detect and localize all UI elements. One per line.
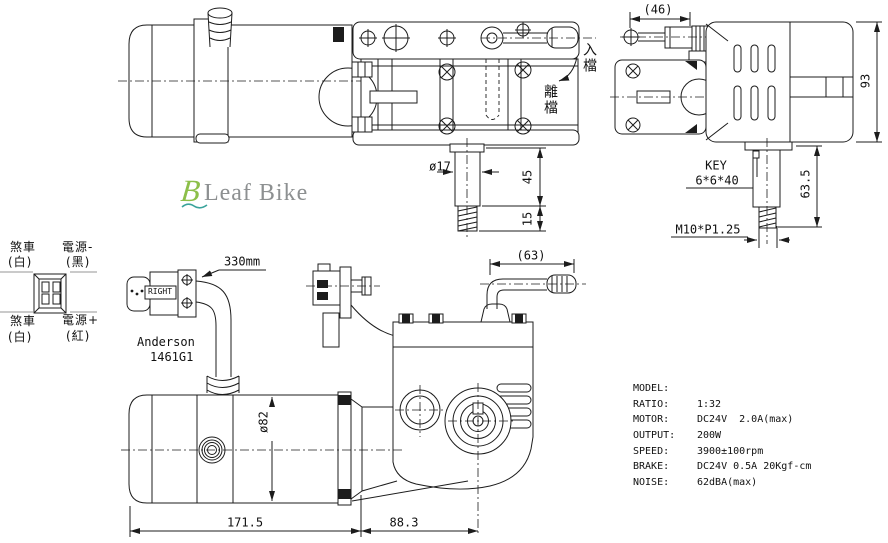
connector-marking: RIGHT — [147, 286, 173, 296]
dim-shaft-diameter: ø17 — [429, 159, 451, 174]
bottom-view-linework — [121, 259, 586, 537]
spec-label: RATIO: — [633, 398, 670, 410]
spec-row-brake: BRAKE: DC24V 0.5A 20Kgf-cm — [633, 461, 811, 477]
spec-label: OUTPUT: — [633, 430, 676, 442]
spec-row-ratio: RATIO: 1:32 — [633, 399, 811, 415]
spec-table: MODEL: RATIO:1:32 MOTOR:DC24V 2.0A(max) … — [633, 383, 811, 493]
dim-key-size: 6*6*40 — [695, 173, 739, 188]
spec-value: 1:32 — [697, 398, 722, 410]
spec-row-motor: MOTOR: DC24V 2.0A(max) — [633, 414, 811, 430]
dim-shaft-length-63-5: 63.5 — [798, 169, 813, 199]
pin-label-power-pos: 電源+ — [62, 313, 100, 327]
spec-label: BRAKE: — [633, 461, 670, 473]
connector-brand: Anderson — [137, 335, 195, 349]
dim-body-height-93: 93 — [858, 73, 873, 89]
connector-pinout-linework — [0, 271, 97, 314]
dim-cable-length: 330mm — [223, 254, 261, 269]
spec-label: NOISE: — [633, 477, 670, 489]
dim-lever-63: (63) — [516, 248, 546, 263]
end-view-linework — [610, 12, 882, 248]
dim-shaft-length-45: 45 — [520, 169, 535, 185]
spec-value: 200W — [697, 430, 722, 442]
label-engage-gear: 入檔 — [581, 42, 597, 74]
dim-thread-length-15: 15 — [520, 211, 535, 227]
spec-row-output: OUTPUT: 200W — [633, 430, 811, 446]
pin-color-brake-bottom: (白) — [8, 330, 33, 344]
dim-motor-length: 171.5 — [226, 515, 264, 530]
spec-row-noise: NOISE: 62dBA(max) — [633, 477, 811, 493]
spec-label: SPEED: — [633, 445, 670, 457]
spec-label: MOTOR: — [633, 414, 670, 426]
dim-gearbox-length: 88.3 — [389, 515, 419, 530]
spec-value: 3900±100rpm — [697, 445, 764, 457]
spec-row-model: MODEL: — [633, 383, 811, 399]
brand-name: Leaf Bike — [203, 180, 309, 206]
pin-color-power-neg: (黑) — [66, 255, 91, 269]
label-key: KEY — [705, 158, 727, 173]
pin-color-power-pos: (紅) — [66, 329, 91, 343]
dim-lever-46: (46) — [643, 2, 673, 17]
pin-label-power-neg: 電源- — [62, 240, 94, 254]
pin-color-brake-top: (白) — [8, 255, 33, 269]
spec-value: 62dBA(max) — [697, 477, 758, 489]
leaf-bike-logo: B Leaf Bike — [179, 173, 309, 209]
pin-label-brake-top: 煞車 — [10, 240, 37, 254]
label-disengage-gear: 離檔 — [542, 84, 558, 116]
dim-thread-spec: M10*P1.25 — [675, 222, 741, 237]
spec-row-speed: SPEED: 3900±100rpm — [633, 446, 811, 462]
spec-value: DC24V 0.5A 20Kgf-cm — [697, 461, 812, 473]
spec-value: DC24V 2.0A(max) — [697, 414, 794, 426]
pin-label-brake-bottom: 煞車 — [10, 314, 37, 328]
connector-model: 1461G1 — [150, 350, 194, 364]
spec-label: MODEL: — [633, 383, 670, 394]
dim-motor-diameter: ø82 — [256, 411, 271, 433]
leaf-wave-icon — [181, 203, 208, 209]
side-view-linework — [118, 7, 596, 240]
